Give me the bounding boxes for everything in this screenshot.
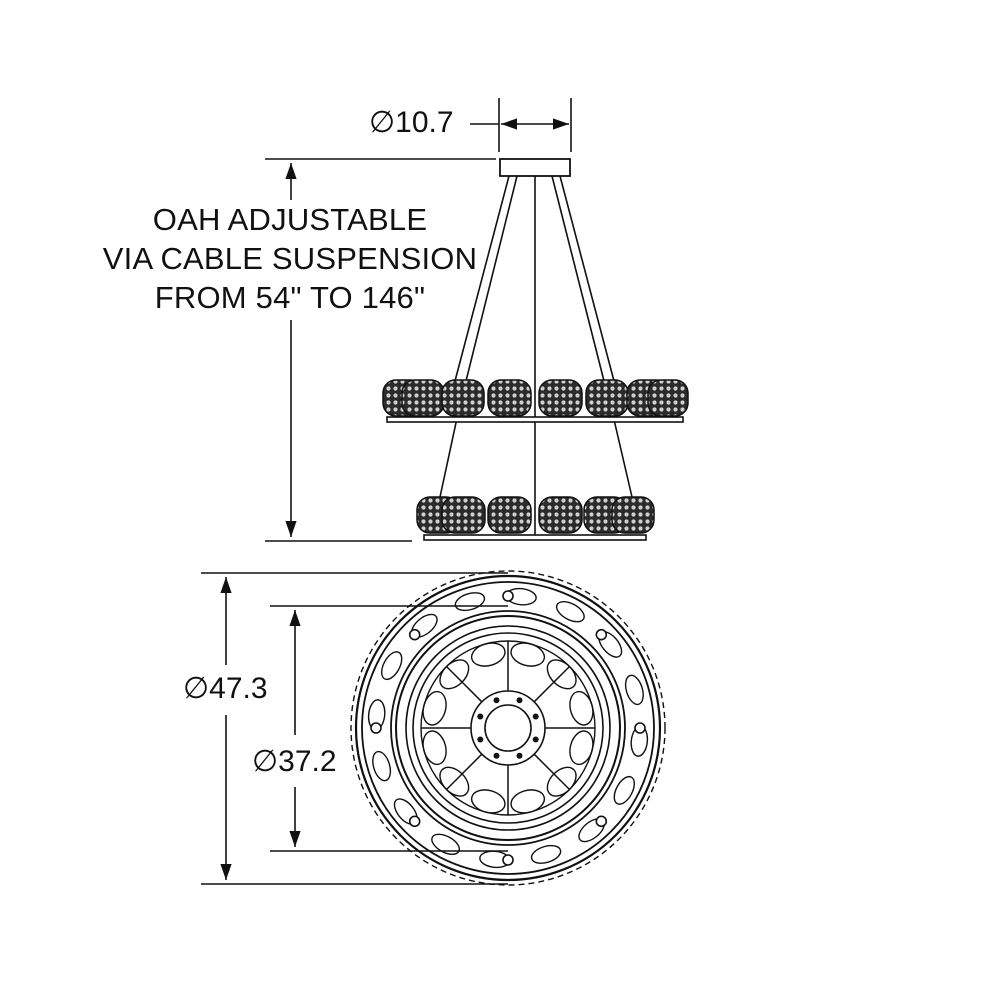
bolt — [408, 628, 421, 641]
outer-diameter-label: ∅47.3 — [183, 672, 268, 705]
inner-shade — [470, 642, 506, 667]
inner-diameter-label: ∅37.2 — [252, 745, 337, 778]
inner-shade — [470, 789, 506, 814]
oah-note-line-1: OAH ADJUSTABLE — [152, 202, 428, 237]
hub-dots — [477, 697, 539, 759]
spoke — [533, 665, 571, 703]
top-ring-bar — [386, 416, 684, 423]
outer-shade — [454, 592, 486, 612]
outer-shade — [381, 651, 403, 681]
canopy-diameter-label: ∅10.7 — [369, 106, 454, 139]
hub-dot — [493, 752, 500, 759]
suspension-cables — [439, 175, 633, 536]
outer-shades — [367, 587, 649, 869]
bolt — [595, 628, 608, 641]
outer-shade — [372, 750, 392, 782]
oah-dimension — [265, 158, 496, 542]
shade — [585, 379, 629, 417]
outer-shade — [555, 601, 585, 623]
outer-shade — [431, 833, 461, 855]
shade — [611, 496, 655, 534]
bolt — [502, 590, 514, 602]
shade — [538, 496, 583, 534]
shade — [401, 379, 445, 417]
hub-dot — [532, 736, 539, 743]
outer-diameter-dimension — [201, 572, 508, 885]
outer-shade — [530, 844, 562, 864]
shade — [487, 496, 532, 534]
canopy — [499, 158, 571, 177]
shade — [487, 379, 532, 417]
bolt — [502, 854, 514, 866]
oah-note-line-3: FROM 54" TO 146" — [154, 280, 426, 315]
spoke — [533, 753, 571, 791]
bottom-ring-bar — [423, 534, 647, 541]
plan-view — [350, 570, 666, 886]
outer-ring — [354, 574, 662, 882]
spokes — [421, 641, 595, 815]
bottom-tier — [416, 496, 655, 541]
bolt — [370, 722, 382, 734]
hub-dot — [477, 736, 484, 743]
inner-shade — [510, 789, 546, 814]
bolt — [595, 815, 608, 828]
outer-ring-bolts — [370, 590, 646, 866]
bottom-tier-shades — [416, 496, 655, 534]
hub-inner — [484, 704, 532, 752]
hub-outer — [470, 690, 546, 766]
top-tier — [382, 379, 689, 423]
inner-shade — [569, 690, 594, 726]
outer-ring-dashed — [350, 570, 666, 886]
bolt — [408, 815, 421, 828]
inner-shade — [569, 730, 594, 766]
hub-dot — [477, 713, 484, 720]
outer-shade — [613, 775, 635, 805]
inner-diameter-dimension — [270, 605, 508, 852]
inner-shade — [422, 690, 447, 726]
inner-shade — [510, 642, 546, 667]
hub-dot — [516, 697, 523, 704]
shade — [647, 379, 689, 417]
shade — [538, 379, 583, 417]
spoke — [445, 753, 483, 791]
hub-dot — [493, 697, 500, 704]
inner-ring — [395, 615, 621, 841]
spoke — [445, 665, 483, 703]
outer-shade — [624, 674, 644, 706]
hub-dot — [532, 713, 539, 720]
shade — [441, 379, 485, 417]
oah-note: OAH ADJUSTABLE VIA CABLE SUSPENSION FROM… — [80, 202, 500, 313]
hub-dot — [516, 752, 523, 759]
bolt — [634, 722, 646, 734]
canopy-dimension — [470, 98, 572, 152]
top-tier-shades — [382, 379, 689, 417]
oah-note-line-2: VIA CABLE SUSPENSION — [102, 241, 478, 276]
inner-shade — [422, 730, 447, 766]
shade — [441, 496, 486, 534]
